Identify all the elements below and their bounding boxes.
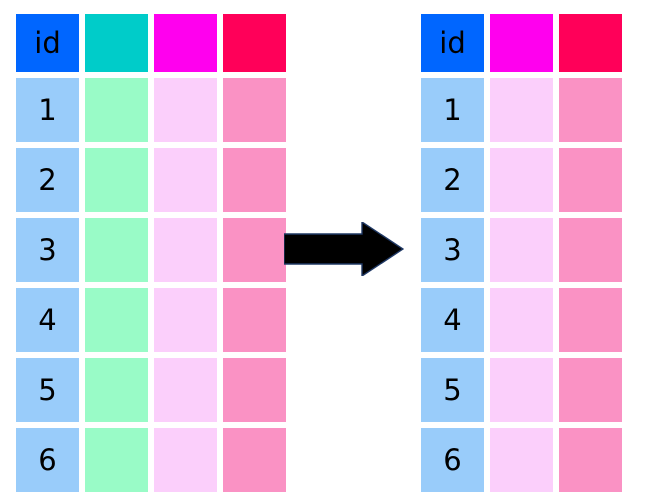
table-row: 4 bbox=[16, 288, 286, 352]
source-cell-c4 bbox=[223, 78, 286, 142]
result-cell-id: 5 bbox=[421, 358, 484, 422]
source-header-cell-3 bbox=[154, 14, 217, 72]
source-cell-c2 bbox=[85, 288, 148, 352]
source-cell-c2 bbox=[85, 148, 148, 212]
source-cell-c4 bbox=[223, 218, 286, 282]
source-cell-c4 bbox=[223, 288, 286, 352]
source-cell-c4 bbox=[223, 428, 286, 492]
source-cell-c4 bbox=[223, 148, 286, 212]
source-cell-id: 4 bbox=[16, 288, 79, 352]
source-cell-c2 bbox=[85, 218, 148, 282]
result-cell-c3 bbox=[559, 428, 622, 492]
table-row: 1 bbox=[16, 78, 286, 142]
table-row: 1 bbox=[421, 78, 622, 142]
source-cell-id: 5 bbox=[16, 358, 79, 422]
result-cell-id: 1 bbox=[421, 78, 484, 142]
source-cell-c3 bbox=[154, 148, 217, 212]
table-row: 4 bbox=[421, 288, 622, 352]
source-table: id 1 2 3 4 bbox=[16, 14, 286, 492]
table-row: 5 bbox=[421, 358, 622, 422]
source-cell-c3 bbox=[154, 428, 217, 492]
result-cell-c2 bbox=[490, 288, 553, 352]
result-cell-id: 6 bbox=[421, 428, 484, 492]
source-cell-id: 3 bbox=[16, 218, 79, 282]
result-cell-c3 bbox=[559, 148, 622, 212]
source-header-cell-4 bbox=[223, 14, 286, 72]
result-cell-id: 3 bbox=[421, 218, 484, 282]
source-header-cell-id: id bbox=[16, 14, 79, 72]
source-table-header-row: id bbox=[16, 14, 286, 72]
source-cell-c3 bbox=[154, 78, 217, 142]
source-cell-c2 bbox=[85, 78, 148, 142]
source-cell-id: 1 bbox=[16, 78, 79, 142]
result-cell-c3 bbox=[559, 358, 622, 422]
result-cell-id: 4 bbox=[421, 288, 484, 352]
result-cell-c2 bbox=[490, 78, 553, 142]
result-cell-c3 bbox=[559, 288, 622, 352]
result-cell-c3 bbox=[559, 218, 622, 282]
table-row: 3 bbox=[16, 218, 286, 282]
result-cell-c2 bbox=[490, 428, 553, 492]
source-cell-c2 bbox=[85, 428, 148, 492]
result-cell-id: 2 bbox=[421, 148, 484, 212]
source-cell-id: 6 bbox=[16, 428, 79, 492]
source-cell-c3 bbox=[154, 218, 217, 282]
table-row: 2 bbox=[16, 148, 286, 212]
result-cell-c2 bbox=[490, 358, 553, 422]
table-row: 2 bbox=[421, 148, 622, 212]
source-cell-c2 bbox=[85, 358, 148, 422]
source-cell-id: 2 bbox=[16, 148, 79, 212]
result-table: id 1 2 3 4 5 6 bbox=[421, 14, 622, 492]
table-row: 5 bbox=[16, 358, 286, 422]
source-cell-c4 bbox=[223, 358, 286, 422]
result-header-cell-3 bbox=[559, 14, 622, 72]
source-cell-c3 bbox=[154, 288, 217, 352]
result-header-cell-id: id bbox=[421, 14, 484, 72]
right-arrow-icon bbox=[284, 222, 404, 276]
result-cell-c2 bbox=[490, 148, 553, 212]
result-cell-c3 bbox=[559, 78, 622, 142]
result-cell-c2 bbox=[490, 218, 553, 282]
table-row: 3 bbox=[421, 218, 622, 282]
table-row: 6 bbox=[421, 428, 622, 492]
source-header-cell-2 bbox=[85, 14, 148, 72]
source-cell-c3 bbox=[154, 358, 217, 422]
result-header-cell-2 bbox=[490, 14, 553, 72]
table-row: 6 bbox=[16, 428, 286, 492]
result-table-header-row: id bbox=[421, 14, 622, 72]
